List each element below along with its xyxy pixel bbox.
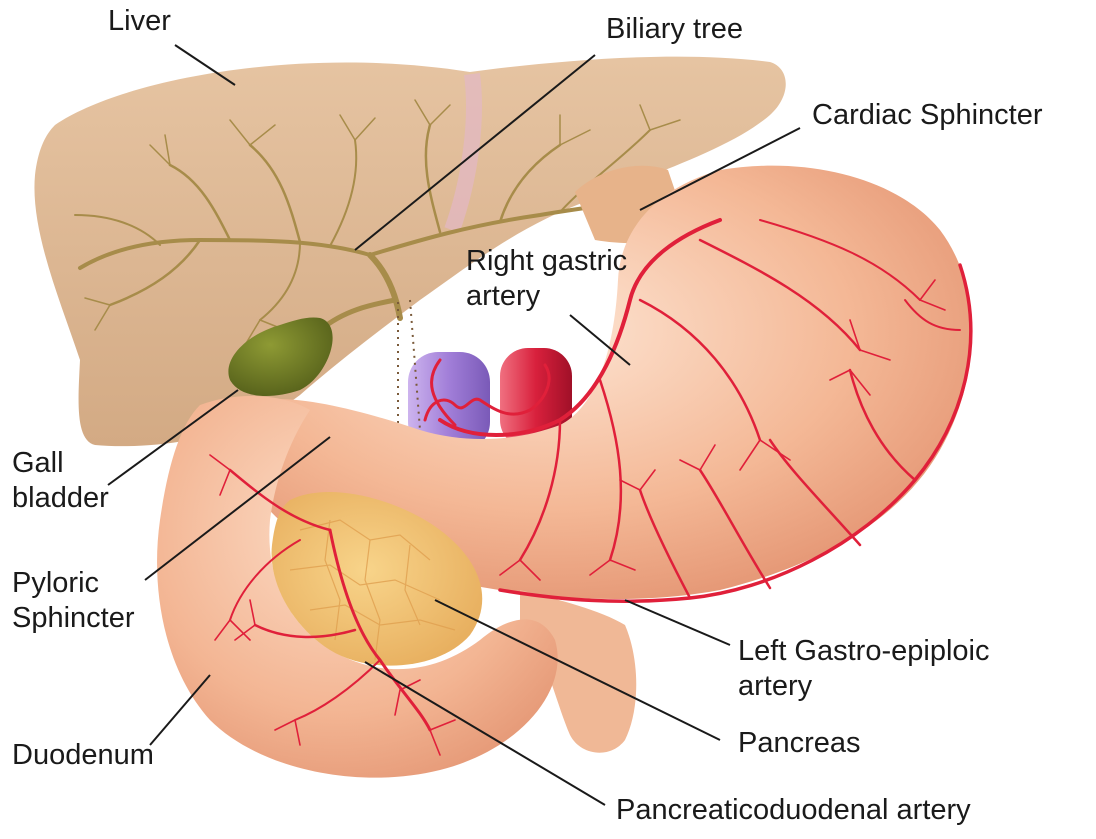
- label-duodenum: Duodenum: [12, 738, 154, 773]
- label-pyloric-sphincter: Pyloric Sphincter: [12, 566, 135, 636]
- great-vessels: [398, 300, 572, 452]
- label-pyloric-sphincter-line2: Sphincter: [12, 601, 135, 636]
- label-gall-bladder-line2: bladder: [12, 481, 109, 516]
- label-biliary-tree: Biliary tree: [606, 12, 743, 47]
- label-right-gastric-artery-line1: Right gastric: [466, 244, 627, 279]
- label-left-gastro-epiploic-artery: Left Gastro-epiploic artery: [738, 634, 989, 704]
- leader-duodenum: [150, 675, 210, 745]
- label-pancreas: Pancreas: [738, 726, 861, 761]
- label-gall-bladder: Gall bladder: [12, 446, 109, 516]
- leader-left-gastro-epiploic: [625, 600, 730, 645]
- label-pancreaticoduodenal-artery: Pancreaticoduodenal artery: [616, 793, 971, 828]
- label-gall-bladder-line1: Gall: [12, 446, 109, 481]
- label-liver: Liver: [108, 4, 171, 39]
- label-left-gastro-epiploic-line1: Left Gastro-epiploic: [738, 634, 989, 669]
- label-cardiac-sphincter: Cardiac Sphincter: [812, 98, 1043, 133]
- label-right-gastric-artery-line2: artery: [466, 279, 627, 314]
- label-pyloric-sphincter-line1: Pyloric: [12, 566, 135, 601]
- label-right-gastric-artery: Right gastric artery: [466, 244, 627, 314]
- label-left-gastro-epiploic-line2: artery: [738, 669, 989, 704]
